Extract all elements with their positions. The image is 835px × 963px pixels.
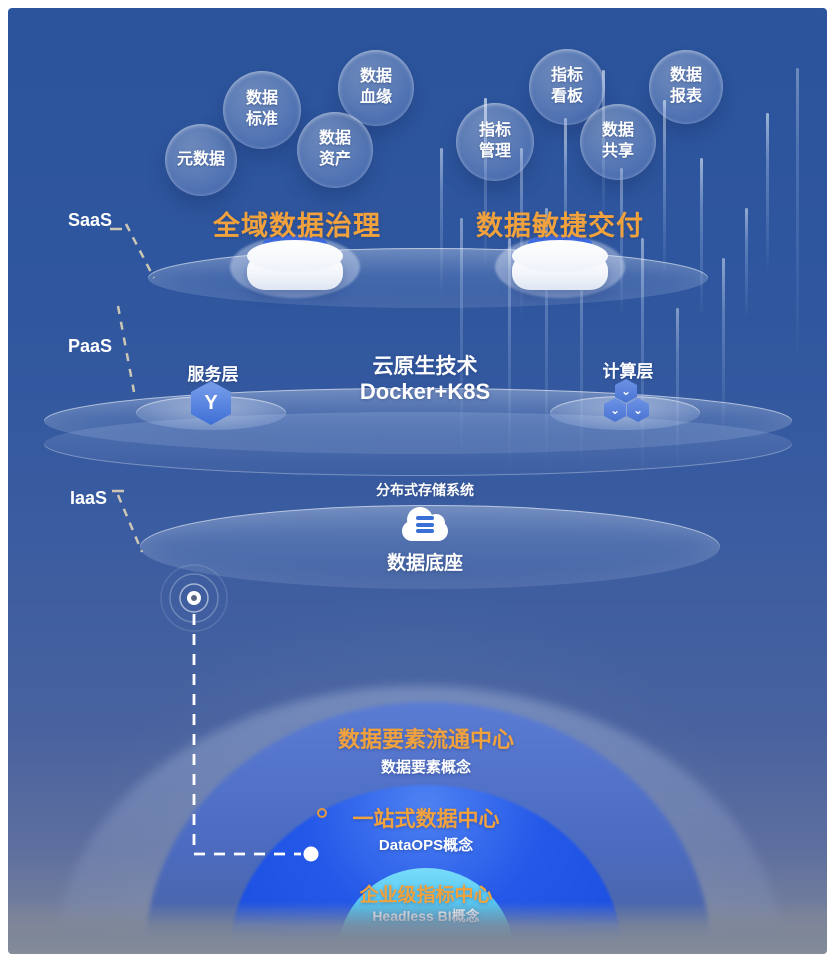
bubble-label: 数据 报表 bbox=[669, 67, 702, 105]
bubble-data-sharing: 数据 共享 bbox=[580, 104, 656, 180]
ring2-title: 一站式数据中心 bbox=[352, 808, 500, 831]
cloud-storage-icon bbox=[401, 507, 449, 543]
ring1-title: 数据要素流通中心 bbox=[337, 727, 515, 752]
service-hexagon-icon: Y bbox=[191, 381, 231, 425]
light-streak bbox=[484, 98, 487, 268]
bubble-metadata: 元数据 bbox=[165, 124, 237, 196]
light-streak bbox=[641, 238, 644, 478]
cloud-native-title: 云原生技术 bbox=[372, 355, 478, 378]
governance-cylinder bbox=[230, 232, 360, 306]
distributed-storage-title: 分布式存储系统 bbox=[376, 482, 474, 498]
bubble-label: 数据 标准 bbox=[245, 90, 278, 128]
paas-label: PaaS bbox=[68, 336, 113, 356]
saas-platform bbox=[148, 248, 708, 308]
cube-glyph: ⌄ bbox=[632, 403, 644, 417]
target-marker-dot bbox=[187, 591, 201, 605]
data-base-label: 数据底座 bbox=[386, 553, 464, 574]
light-streak bbox=[564, 118, 567, 278]
bubble-indicator-management: 指标 管理 bbox=[456, 103, 534, 181]
bubble-label: 元数据 bbox=[176, 150, 225, 168]
light-streak bbox=[745, 208, 748, 318]
bubble-label: 数据 血缘 bbox=[359, 68, 392, 106]
light-streak bbox=[766, 113, 769, 273]
saas-label: SaaS bbox=[68, 210, 113, 230]
compute-cubes-icon: ⌄ ⌄ ⌄ bbox=[600, 379, 652, 423]
bubble-indicator-dashboard: 指标 看板 bbox=[529, 49, 605, 125]
light-streak bbox=[722, 258, 725, 438]
light-streak bbox=[508, 238, 511, 468]
bubble-label: 指标 看板 bbox=[550, 67, 583, 105]
architecture-diagram: 元数据 数据 标准 数据 血缘 数据 资产 指标 管理 指标 看板 数据 共享 … bbox=[8, 8, 827, 954]
bottom-gray-band bbox=[8, 902, 827, 954]
delivery-cylinder bbox=[495, 232, 625, 306]
light-streak bbox=[602, 70, 605, 220]
iaas-connector-line bbox=[116, 494, 144, 553]
paas-platform-rim bbox=[44, 412, 792, 476]
bubble-data-asset: 数据 资产 bbox=[297, 112, 373, 188]
ring3-title: 企业级指标中心 bbox=[359, 885, 493, 906]
bubble-data-lineage: 数据 血缘 bbox=[338, 50, 414, 126]
light-streak bbox=[620, 168, 623, 318]
bubble-label: 数据 共享 bbox=[601, 122, 634, 160]
light-streak bbox=[545, 208, 548, 468]
light-streak bbox=[663, 100, 666, 280]
saas-connector-line bbox=[124, 223, 156, 279]
paas-connector-line bbox=[116, 305, 136, 393]
light-streak bbox=[580, 258, 583, 468]
bubble-label: 数据 资产 bbox=[318, 130, 351, 168]
compute-cube-icon: ⌄ bbox=[604, 398, 626, 422]
light-streak bbox=[460, 218, 463, 458]
compute-cube-icon: ⌄ bbox=[615, 379, 637, 403]
service-layer-label: 服务层 bbox=[187, 365, 239, 384]
cube-glyph: ⌄ bbox=[620, 384, 632, 398]
ring1-subtitle: 数据要素概念 bbox=[380, 759, 472, 776]
bubble-data-report: 数据 报表 bbox=[649, 50, 723, 124]
light-streak bbox=[440, 148, 443, 298]
storage-bars-icon bbox=[416, 516, 434, 533]
iaas-label: IaaS bbox=[70, 488, 108, 508]
hexagon-glyph: Y bbox=[204, 391, 218, 414]
light-streak bbox=[676, 308, 679, 468]
ring2-subtitle: DataOPS概念 bbox=[378, 837, 474, 854]
saas-title-right: 数据敏捷交付 bbox=[476, 211, 644, 241]
cube-glyph: ⌄ bbox=[609, 403, 621, 417]
target-marker-inner-ring bbox=[179, 583, 209, 613]
light-streak bbox=[796, 68, 799, 368]
bubble-label: 指标 管理 bbox=[478, 122, 511, 160]
paas-platform bbox=[44, 388, 792, 454]
light-streak bbox=[700, 158, 703, 318]
docker-k8s-title: Docker+K8S bbox=[359, 379, 491, 404]
cylinder-top bbox=[247, 240, 343, 272]
target-marker-core bbox=[191, 595, 197, 601]
light-streak bbox=[520, 148, 523, 318]
saas-title-left: 全域数据治理 bbox=[213, 211, 381, 241]
bubble-data-standard: 数据 标准 bbox=[223, 71, 301, 149]
cylinder-top bbox=[512, 240, 608, 272]
compute-layer-label: 计算层 bbox=[602, 362, 654, 381]
target-marker-ring bbox=[169, 573, 219, 623]
compute-cube-icon: ⌄ bbox=[627, 398, 649, 422]
